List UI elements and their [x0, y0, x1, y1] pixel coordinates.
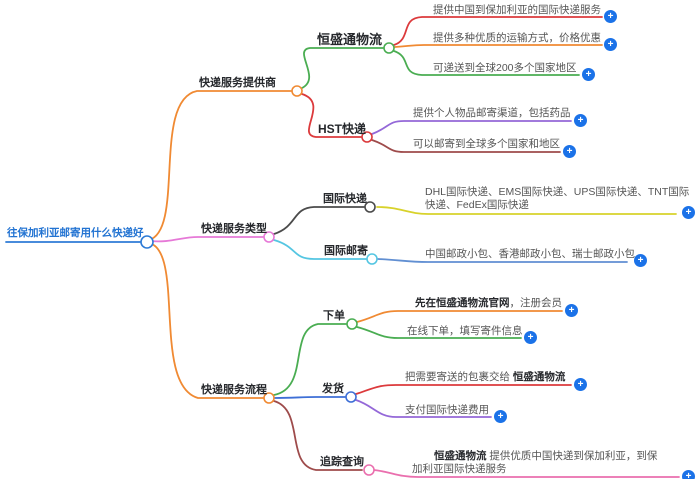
- node-dot-providers[interactable]: [291, 85, 303, 97]
- branch-types-intl-mail: [273, 239, 367, 260]
- leaf-order-1[interactable]: 先在恒盛通物流官网，注册会员: [415, 297, 562, 310]
- leaf-hst-2[interactable]: 可以邮寄到全球多个国家和地区: [413, 138, 560, 150]
- expand-icon[interactable]: +: [604, 10, 617, 23]
- leaf-ship-2[interactable]: 支付国际快递费用: [405, 404, 489, 416]
- expand-icon[interactable]: +: [682, 206, 695, 219]
- branch-ship-leaf-2: [355, 399, 492, 418]
- leaf-intl-mail[interactable]: 中国邮政小包、香港邮政小包、瑞士邮政小包: [425, 248, 635, 260]
- leaf-track-bold: 恒盛通物流: [434, 450, 487, 462]
- branch-intl-mail-leaf: [377, 258, 628, 263]
- node-dot-intl-express[interactable]: [364, 201, 376, 213]
- leaf-track-rest: 提供优质中国快递到保加利亚，到保加利亚国际快递服务: [412, 450, 658, 475]
- leaf-ship-1-plain: 把需要寄送的包裹交给: [405, 371, 513, 383]
- expand-icon[interactable]: +: [682, 470, 695, 479]
- expand-icon[interactable]: +: [574, 378, 587, 391]
- expand-icon[interactable]: +: [604, 38, 617, 51]
- node-providers-label[interactable]: 快递服务提供商: [199, 77, 276, 89]
- node-dot-order[interactable]: [346, 318, 358, 330]
- node-hengshengtong-label[interactable]: 恒盛通物流: [317, 32, 383, 47]
- node-order-label[interactable]: 下单: [323, 310, 345, 322]
- expand-icon[interactable]: +: [582, 68, 595, 81]
- branch-hst-leaf-3: [393, 50, 580, 76]
- branch-hstexpress-leaf-2: [371, 139, 561, 153]
- branch-hst-leaf-2: [394, 44, 603, 48]
- node-dot-ship[interactable]: [345, 391, 357, 403]
- branch-track-leaf: [373, 469, 680, 478]
- leaf-track[interactable]: 恒盛通物流 提供优质中国快递到保加利亚，到保加利亚国际快递服务: [412, 450, 664, 476]
- branch-types-intl-express: [273, 206, 365, 235]
- branch-providers-hengshengtong: [301, 47, 384, 89]
- leaf-order-1-rest: ，注册会员: [509, 297, 563, 309]
- node-dot-intl-mail[interactable]: [366, 253, 378, 265]
- node-dot-hst[interactable]: [361, 131, 373, 143]
- node-dot-process[interactable]: [263, 392, 275, 404]
- leaf-hengshengtong-2[interactable]: 提供多种优质的运输方式，价格优惠: [433, 32, 601, 44]
- node-dot-track[interactable]: [363, 464, 375, 476]
- node-dot-types[interactable]: [263, 231, 275, 243]
- branch-root-types: [148, 236, 264, 243]
- branch-order-leaf-1: [356, 310, 563, 323]
- branch-root-process: [148, 242, 264, 399]
- node-intl-express-label[interactable]: 国际快递: [323, 193, 367, 205]
- leaf-intl-express[interactable]: DHL国际快递、EMS国际快递、UPS国际快递、TNT国际快递、FedEx国际快…: [425, 186, 690, 211]
- expand-icon[interactable]: +: [494, 410, 507, 423]
- node-dot-root[interactable]: [140, 235, 154, 249]
- branch-hst-leaf-1: [393, 16, 603, 46]
- branch-intl-express-leaf: [376, 206, 677, 215]
- leaf-hengshengtong-1[interactable]: 提供中国到保加利亚的国际快递服务: [433, 4, 601, 16]
- branch-ship-leaf-1: [355, 384, 572, 395]
- branch-providers-hst: [301, 93, 362, 138]
- leaf-ship-1[interactable]: 把需要寄送的包裹交给 恒盛通物流: [405, 371, 565, 384]
- branch-process-order: [273, 323, 347, 396]
- branch-root-providers: [148, 90, 292, 241]
- branch-order-leaf-2: [356, 326, 522, 339]
- branch-process-ship: [273, 396, 346, 399]
- expand-icon[interactable]: +: [634, 254, 647, 267]
- node-hst-label[interactable]: HST快递: [318, 122, 367, 136]
- leaf-order-2[interactable]: 在线下单，填写寄件信息: [407, 325, 523, 337]
- node-ship-label[interactable]: 发货: [322, 383, 344, 395]
- branch-hstexpress-leaf-1: [371, 120, 572, 135]
- node-track-label[interactable]: 追踪查询: [320, 456, 364, 468]
- node-process-label[interactable]: 快递服务流程: [201, 384, 267, 396]
- expand-icon[interactable]: +: [574, 114, 587, 127]
- node-intl-mail-label[interactable]: 国际邮寄: [324, 245, 368, 257]
- leaf-ship-1-bold: 恒盛通物流: [512, 371, 566, 383]
- node-dot-hengshengtong[interactable]: [383, 42, 395, 54]
- branch-process-track: [273, 400, 363, 471]
- leaf-hengshengtong-3[interactable]: 可递送到全球200多个国家地区: [433, 62, 577, 74]
- leaf-hst-1[interactable]: 提供个人物品邮寄渠道，包括药品: [413, 107, 571, 119]
- expand-icon[interactable]: +: [563, 145, 576, 158]
- expand-icon[interactable]: +: [565, 304, 578, 317]
- leaf-order-1-bold: 先在恒盛通物流官网: [415, 297, 510, 309]
- root-node-label[interactable]: 往保加利亚邮寄用什么快递好: [7, 227, 144, 239]
- node-types-label[interactable]: 快递服务类型: [201, 223, 267, 235]
- expand-icon[interactable]: +: [524, 331, 537, 344]
